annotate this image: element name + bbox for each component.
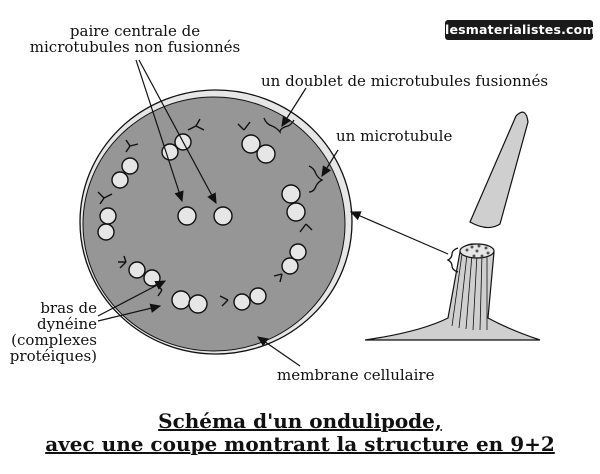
label-central-pair-line2: microtubules non fusionnés bbox=[10, 39, 260, 55]
label-dynein-line4: protéiques) bbox=[0, 348, 97, 364]
label-central-pair-line1: paire centrale de bbox=[10, 23, 260, 39]
label-dynein-line1: bras de bbox=[0, 300, 97, 316]
label-doublet: un doublet de microtubules fusionnés bbox=[261, 73, 548, 89]
label-membrane: membrane cellulaire bbox=[277, 367, 434, 383]
figure-caption: Schéma d'un ondulipode, avec une coupe m… bbox=[0, 410, 600, 456]
flagellum-base bbox=[365, 244, 540, 340]
label-microtubule: un microtubule bbox=[336, 128, 452, 144]
pointer-membrane bbox=[258, 337, 300, 366]
label-central-pair: paire centrale de microtubules non fusio… bbox=[10, 23, 260, 55]
caption-line1: Schéma d'un ondulipode, bbox=[0, 410, 600, 433]
flagellum-tip bbox=[470, 112, 528, 227]
caption-line2: avec une coupe montrant la structure en … bbox=[0, 433, 600, 456]
label-dynein-line3: (complexes bbox=[0, 332, 97, 348]
label-dynein: bras de dynéine (complexes protéiques) bbox=[0, 300, 97, 364]
pointer-to-cross-section bbox=[351, 212, 448, 254]
label-dynein-line2: dynéine bbox=[0, 316, 97, 332]
watermark-logo: lesmaterialistes.com bbox=[445, 20, 593, 40]
